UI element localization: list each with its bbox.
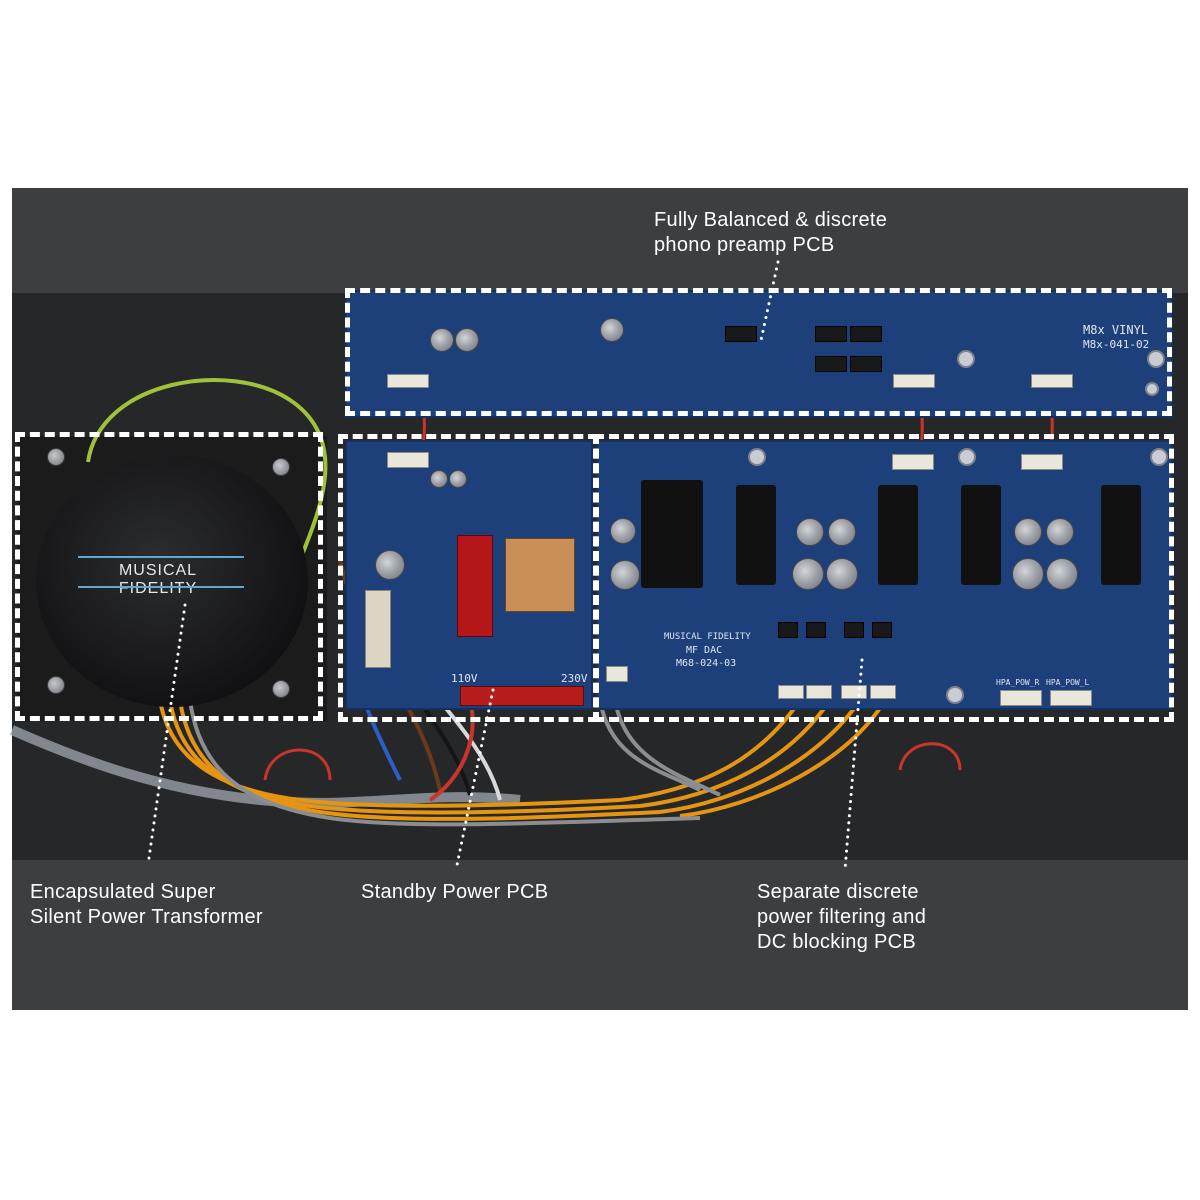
hpa-pow-l-label: HPA_POW_L <box>1046 678 1090 687</box>
capacitor <box>1046 558 1078 590</box>
heatsink <box>736 485 776 585</box>
capacitor <box>375 550 405 580</box>
heatsink <box>961 485 1001 585</box>
outline-phono-pcb <box>345 288 1172 416</box>
connector <box>387 452 429 468</box>
capacitor <box>828 518 856 546</box>
callout-line: phono preamp PCB <box>654 234 835 256</box>
dc-blocking-pcb: MUSICAL FIDELITY MF DAC M68-024-03 HPA_P… <box>596 440 1173 710</box>
dac-silk-part: M68-024-03 <box>676 658 737 669</box>
callout-line: power filtering and <box>757 906 927 928</box>
heatsink <box>641 480 703 588</box>
standby-power-pcb: 110V 230V <box>345 440 593 710</box>
terminal-strip <box>460 686 584 706</box>
callout-transformer: Encapsulated Super Silent Power Transfor… <box>30 880 263 930</box>
mounting-hole <box>748 448 766 466</box>
ic-chip <box>850 326 882 342</box>
heatsink <box>878 485 918 585</box>
leader-filtering <box>843 658 864 872</box>
brand-accent-line <box>78 556 244 558</box>
callout-line: Encapsulated Super <box>30 881 216 903</box>
capacitor <box>826 558 858 590</box>
regulator <box>844 622 864 638</box>
capacitor <box>455 328 479 352</box>
leader-standby <box>454 688 495 872</box>
hpa-pow-r-label: HPA_POW_R <box>996 678 1040 687</box>
transformer-bolt <box>272 458 290 476</box>
phono-silk-model: M8x VINYL <box>1083 323 1149 337</box>
dac-silk-model: MF DAC <box>686 645 723 656</box>
mounting-hole <box>1145 382 1159 396</box>
capacitor <box>430 470 448 488</box>
capacitor <box>792 558 824 590</box>
mounting-hole <box>957 350 975 368</box>
callout-phono-preamp: Fully Balanced & discrete phono preamp P… <box>654 208 887 258</box>
phono-silk-part: M8x-041-02 <box>1083 338 1150 351</box>
capacitor <box>610 518 636 544</box>
capacitor <box>796 518 824 546</box>
connector <box>1031 374 1073 388</box>
connector <box>778 685 804 699</box>
capacitor <box>430 328 454 352</box>
relay <box>457 535 493 637</box>
mounting-hole <box>1150 448 1168 466</box>
regulator <box>806 622 826 638</box>
connector <box>1021 454 1063 470</box>
capacitor <box>1014 518 1042 546</box>
connector <box>1050 690 1092 706</box>
voltage-110-label: 110V <box>451 672 478 685</box>
connector <box>870 685 896 699</box>
connector <box>893 374 935 388</box>
voltage-230-label: 230V <box>561 672 588 685</box>
callout-line: Standby Power PCB <box>361 881 549 903</box>
capacitor <box>610 560 640 590</box>
callout-standby: Standby Power PCB <box>361 880 548 905</box>
transformer-brand: MUSICAL FIDELITY <box>118 562 198 597</box>
ic-chip <box>850 356 882 372</box>
connector <box>892 454 934 470</box>
callout-line: Fully Balanced & discrete <box>654 209 888 231</box>
capacitor <box>1012 558 1044 590</box>
standby-transformer <box>505 538 575 612</box>
outline-dc-blocking-pcb <box>594 434 1174 722</box>
connector <box>1000 690 1042 706</box>
capacitor <box>449 470 467 488</box>
leader-phono <box>758 260 780 347</box>
capacitor <box>600 318 624 342</box>
dac-brand-silk: MUSICAL FIDELITY <box>664 632 751 642</box>
transformer-bolt <box>47 448 65 466</box>
regulator <box>778 622 798 638</box>
phono-preamp-pcb: M8x VINYL M8x-041-02 <box>345 290 1173 418</box>
connector <box>806 685 832 699</box>
callout-line: Separate discrete <box>757 881 919 903</box>
heatsink <box>1101 485 1141 585</box>
connector <box>387 374 429 388</box>
transformer-bolt <box>47 676 65 694</box>
leader-transformer <box>146 603 187 867</box>
power-transformer <box>36 455 308 707</box>
capacitor <box>1046 518 1074 546</box>
mounting-hole <box>1147 350 1165 368</box>
brand-accent-line <box>78 586 244 588</box>
callout-line: DC blocking PCB <box>757 931 917 953</box>
ic-chip <box>815 326 847 342</box>
callout-filtering: Separate discrete power filtering and DC… <box>757 880 926 955</box>
transformer-bolt <box>272 680 290 698</box>
ic-chip <box>725 326 757 342</box>
regulator <box>872 622 892 638</box>
ic-chip <box>815 356 847 372</box>
mounting-hole <box>958 448 976 466</box>
callout-line: Silent Power Transformer <box>30 906 263 928</box>
mounting-hole <box>946 686 964 704</box>
connector <box>606 666 628 682</box>
fuse-holder <box>365 590 391 668</box>
